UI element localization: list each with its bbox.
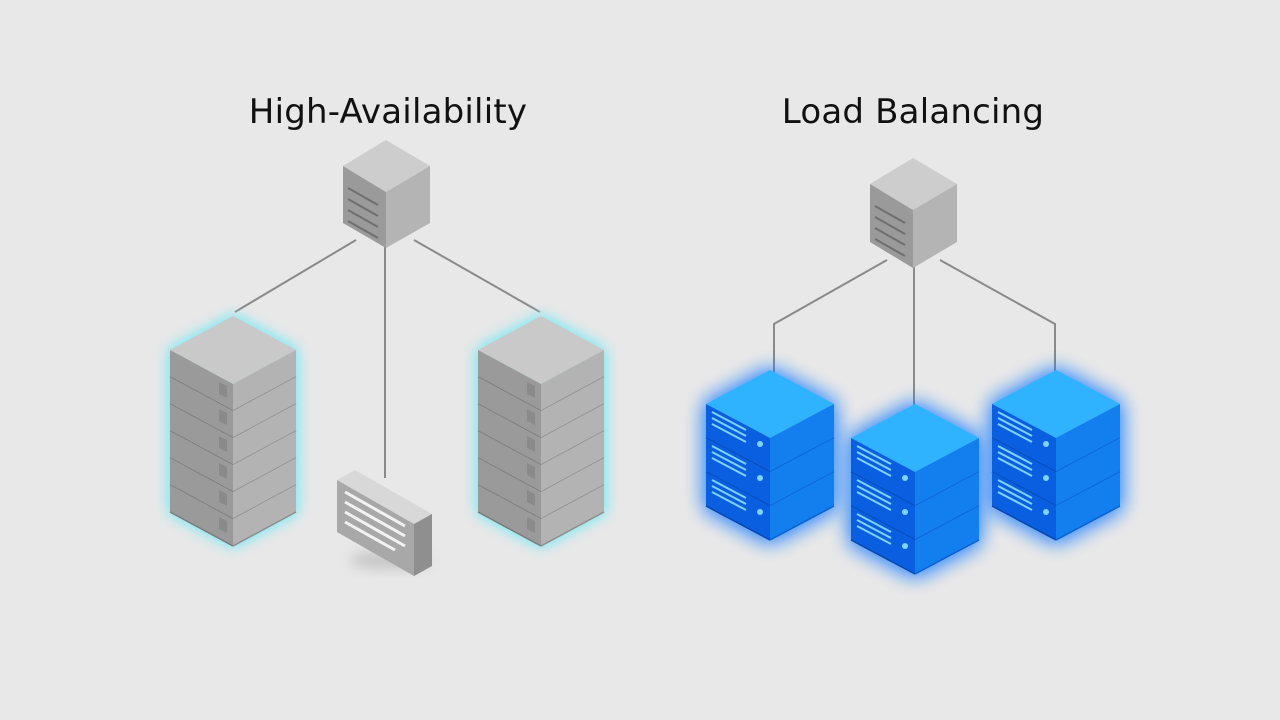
load-balancing-title: Load Balancing xyxy=(781,92,1045,132)
ha-connectors xyxy=(234,239,541,478)
lb-controller-server-icon xyxy=(870,158,957,268)
ha-document-stack-icon xyxy=(337,470,432,576)
stack-unit xyxy=(991,404,1121,473)
ha-controller-server-icon xyxy=(343,140,430,248)
stack-unit xyxy=(850,438,980,507)
rack-unit xyxy=(477,485,605,547)
lb-node-right-server-stack-icon xyxy=(991,370,1121,541)
stack-unit xyxy=(991,472,1121,541)
ha-right-rack-icon xyxy=(477,316,605,547)
rack-unit xyxy=(169,485,297,547)
high-availability-title: High-Availability xyxy=(248,92,528,132)
ha-left-rack-icon xyxy=(169,316,297,547)
lb-connectors xyxy=(773,259,1056,410)
lb-node-left-server-stack-icon xyxy=(705,370,835,541)
stack-unit xyxy=(705,472,835,541)
stack-unit xyxy=(850,506,980,575)
lb-node-center-server-stack-icon xyxy=(850,404,980,575)
